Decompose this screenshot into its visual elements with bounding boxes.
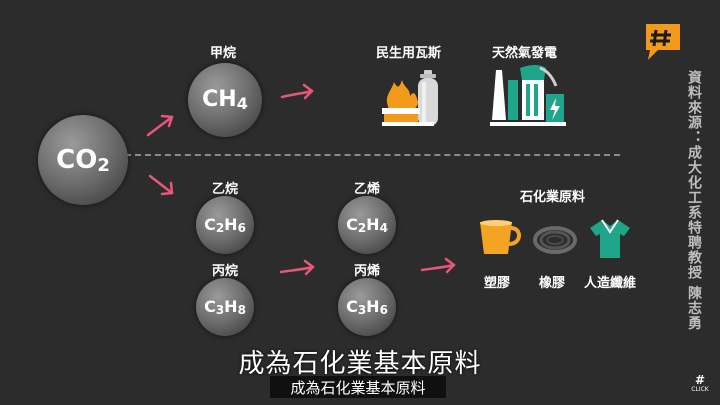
subtitle-large: 成為石化業基本原料 — [238, 349, 482, 379]
c2h4-circle: C2H4 — [338, 196, 396, 254]
co2-circle: CO2 — [38, 115, 128, 205]
c3h6-circle: C3H6 — [338, 278, 396, 336]
arrow-co2-to-ch4 — [146, 114, 174, 137]
c3h6-formula: C3H6 — [346, 297, 388, 317]
label-ethylene: 乙烯 — [354, 182, 381, 197]
source-credit: 資料來源：成大化工系特聘教授 陳志勇 — [686, 70, 702, 331]
c2h6-circle: C2H6 — [196, 196, 254, 254]
c2h4-formula: C2H4 — [346, 215, 388, 235]
label-petrochem: 石化業原料 — [520, 190, 586, 205]
click-logo-hash-icon: # — [694, 373, 706, 387]
label-propane: 丙烷 — [212, 264, 239, 279]
label-methane: 甲烷 — [210, 46, 237, 61]
c3h8-circle: C3H8 — [196, 278, 254, 336]
click-logo-text: CLICK — [691, 386, 709, 393]
subtitle-box: 成為石化業基本原料 — [270, 376, 446, 398]
label-gas-household: 民生用瓦斯 — [376, 46, 442, 61]
hashtag-logo-icon — [646, 24, 680, 60]
click-logo: # CLICK — [688, 374, 712, 394]
co2-formula: CO2 — [56, 144, 110, 176]
arrow-ch4-to-gas — [280, 83, 314, 100]
label-fiber: 人造纖維 — [584, 276, 637, 291]
c2h6-formula: C2H6 — [204, 215, 246, 235]
label-rubber: 橡膠 — [539, 276, 566, 291]
cup-icon — [480, 220, 521, 254]
label-plastic: 塑膠 — [484, 276, 511, 291]
ch4-formula: CH4 — [202, 87, 248, 113]
ch4-circle: CH4 — [188, 63, 262, 137]
arrow-co2-to-c2h6 — [148, 174, 174, 196]
power-plant-icon — [490, 65, 566, 126]
divider-line — [125, 154, 620, 156]
label-power-plant: 天然氣發電 — [492, 46, 558, 61]
c3h8-formula: C3H8 — [204, 297, 246, 317]
arrow-c3h6-to-petrochem — [420, 257, 456, 274]
gas-stove-icon — [382, 70, 438, 126]
rubber-band-icon — [533, 226, 577, 254]
label-propylene: 丙烯 — [354, 264, 381, 279]
arrow-c3h8-to-c3h6 — [279, 259, 315, 276]
shirt-icon — [590, 219, 630, 258]
label-ethane: 乙烷 — [212, 182, 239, 197]
